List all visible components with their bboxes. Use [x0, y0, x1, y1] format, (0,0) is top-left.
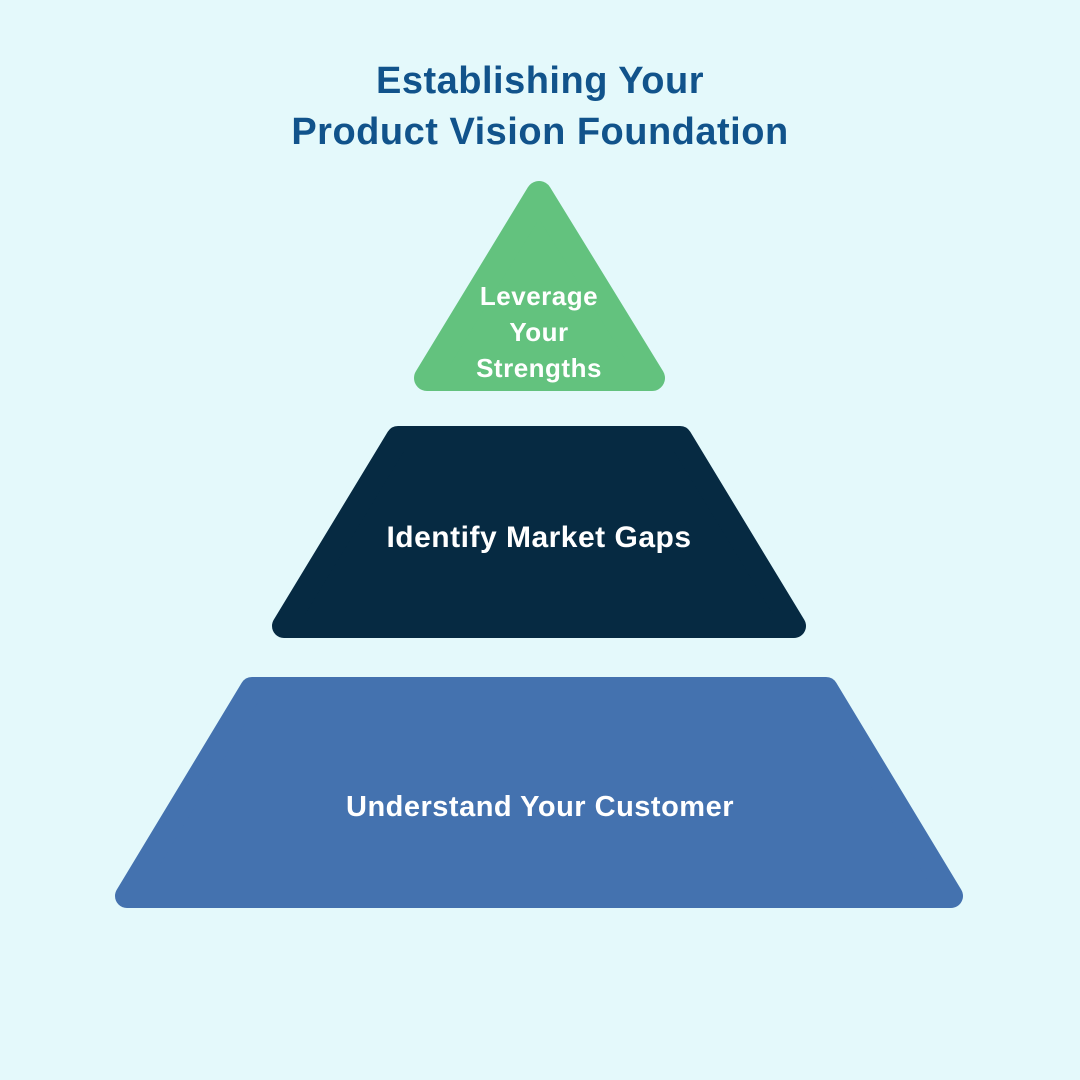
- pyramid-level-middle-label: Identify Market Gaps: [386, 521, 692, 554]
- pyramid-level-top-label: Leverage Your Strengths: [476, 281, 602, 383]
- pyramid-level-bottom-label: Understand Your Customer: [346, 791, 734, 823]
- page-title: Establishing Your Product Vision Foundat…: [291, 60, 789, 153]
- pyramid-level-middle-shape: [272, 426, 806, 638]
- pyramid-level-bottom-shape: [115, 677, 963, 908]
- pyramid-level-top-shape: [414, 181, 665, 391]
